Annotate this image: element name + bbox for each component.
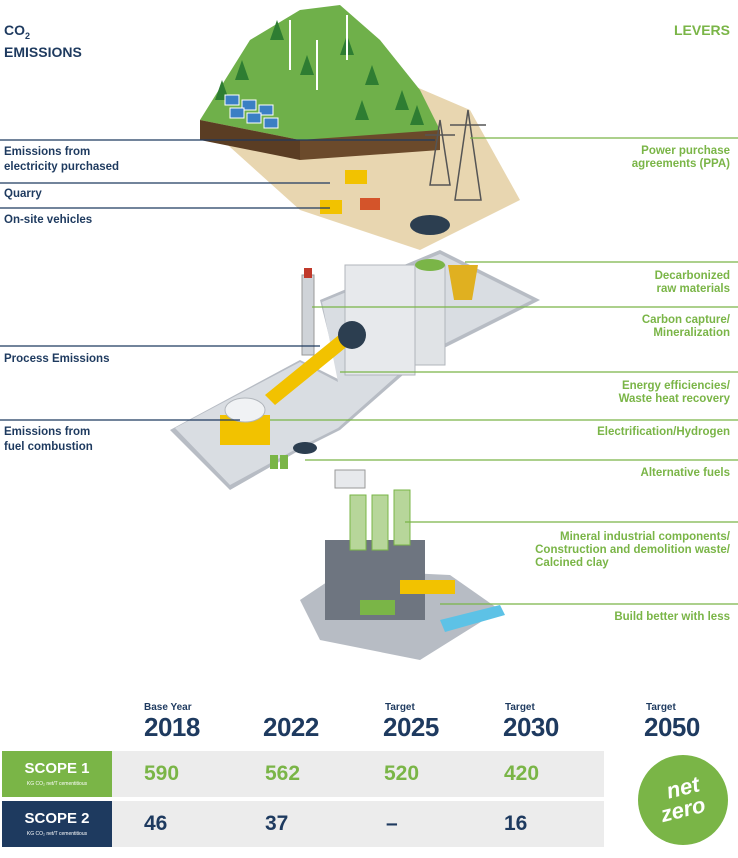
year-label: Target — [505, 702, 535, 713]
label-line: On-site vehicles — [4, 214, 93, 226]
co2-emissions-heading: CO2 EMISSIONS — [4, 22, 82, 60]
scope2-label-box: SCOPE 2 KG CO₂ net/T cementitious — [2, 801, 112, 847]
fuel-tank — [410, 215, 450, 235]
scope2-value-2022: 37 — [265, 812, 289, 835]
year-value: 2022 — [263, 712, 319, 742]
scope1-value-2018: 590 — [144, 762, 180, 785]
alternative-fuel-bins — [270, 455, 288, 469]
year-value: 2025 — [383, 712, 439, 742]
label-line: Quarry — [4, 188, 42, 200]
cement-plant-illustration — [170, 5, 540, 660]
scope1-value-2022: 562 — [265, 762, 301, 785]
levers-heading: LEVERS — [673, 22, 730, 38]
lever-line: Waste heat recovery — [618, 393, 730, 405]
lever-line: Mineral industrial components/ — [560, 531, 730, 543]
label-line: Process Emissions — [4, 353, 110, 365]
net-zero-badge: net zero — [638, 755, 728, 845]
lever-energy-efficiencies: Energy efficiencies/ Waste heat recovery — [619, 380, 730, 406]
lever-line: Calcined clay — [535, 557, 609, 569]
lever-line: Mineralization — [653, 327, 730, 339]
alt-fuel-silo — [293, 442, 317, 454]
bulk-train — [400, 580, 455, 594]
scope1-label-box: SCOPE 1 KG CO₂ net/T cementitious — [2, 751, 112, 797]
scope1-unit: KG CO₂ net/T cementitious — [26, 781, 88, 787]
hill-front — [300, 130, 440, 160]
scope2-value-2025: – — [386, 812, 398, 835]
water-channel — [440, 605, 505, 632]
scope2-unit: KG CO₂ net/T cementitious — [26, 831, 88, 837]
year-label: Base Year — [144, 702, 192, 713]
co2-text: CO — [4, 22, 25, 38]
lever-line: Decarbonized — [654, 270, 730, 282]
raw-material-hopper — [448, 265, 478, 300]
trees — [215, 20, 424, 125]
scope2-value-2030: 16 — [504, 812, 528, 835]
burner-cylinder — [334, 469, 366, 489]
year-value: 2018 — [144, 712, 200, 742]
lever-line: Build better with less — [614, 611, 730, 623]
label-process-emissions: Process Emissions — [4, 352, 154, 367]
label-quarry: Quarry — [4, 187, 154, 202]
excavator — [345, 170, 367, 184]
year-label: Target — [385, 702, 415, 713]
mining-truck — [360, 198, 380, 210]
lever-build-better: Build better with less — [614, 611, 730, 624]
label-line: Emissions from — [4, 146, 91, 158]
lever-line: Power purchase — [641, 145, 730, 157]
emissions-text: EMISSIONS — [4, 43, 82, 60]
scope2-value-2018: 46 — [144, 812, 168, 835]
year-value: 2050 — [644, 712, 700, 742]
kiln-ring — [338, 321, 366, 349]
lever-alternative-fuels: Alternative fuels — [641, 467, 730, 480]
connector-lines — [0, 137, 738, 605]
cement-silos — [349, 489, 411, 551]
label-line: fuel combustion — [4, 441, 93, 453]
year-value: 2030 — [503, 712, 559, 742]
cement-truck — [360, 600, 395, 615]
scope2-row — [112, 801, 604, 847]
lever-ppa: Power purchase agreements (PPA) — [632, 145, 730, 171]
label-fuel-combustion: Emissions from fuel combustion — [4, 425, 154, 455]
lever-decarbonized-raw-materials: Decarbonized raw materials — [655, 270, 730, 296]
wind-turbines — [289, 15, 348, 90]
co2-subscript: 2 — [25, 30, 31, 41]
lever-line: Energy efficiencies/ — [621, 380, 730, 392]
label-emissions-electricity: Emissions from electricity purchased — [4, 145, 154, 175]
label-line: electricity purchased — [4, 161, 120, 173]
label-on-site-vehicles: On-site vehicles — [4, 213, 154, 228]
lever-carbon-capture: Carbon capture/ Mineralization — [642, 314, 730, 340]
lever-line: Carbon capture/ — [641, 314, 730, 326]
scope1-row — [112, 751, 604, 797]
scope1-title: SCOPE 1 — [24, 760, 90, 777]
lever-line: Construction and demolition waste/ — [535, 544, 730, 556]
lever-line: Alternative fuels — [640, 467, 730, 479]
year-label: Target — [646, 702, 676, 713]
scope1-value-2025: 520 — [384, 762, 420, 785]
preheater-tower — [344, 264, 416, 376]
power-pylons — [425, 109, 486, 201]
lever-electrification-hydrogen: Electrification/Hydrogen — [597, 426, 730, 439]
solar-panels — [224, 94, 279, 129]
lever-line: agreements (PPA) — [631, 158, 730, 170]
lever-line: Electrification/Hydrogen — [597, 426, 730, 438]
scope2-title: SCOPE 2 — [24, 810, 90, 827]
lever-mineral-components: Mineral industrial components/ Construct… — [535, 531, 730, 570]
dump-truck — [320, 200, 342, 214]
label-line: Emissions from — [4, 426, 91, 438]
rotary-kiln — [265, 330, 355, 405]
scope1-value-2030: 420 — [504, 762, 540, 785]
lever-line: raw materials — [656, 283, 730, 295]
